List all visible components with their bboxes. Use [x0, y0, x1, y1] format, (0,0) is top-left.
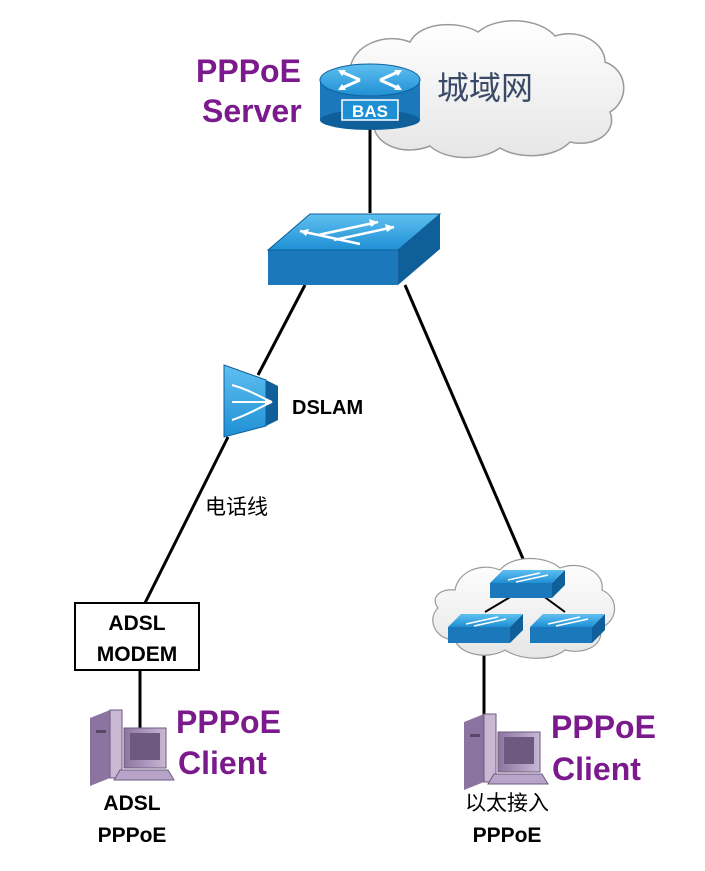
link-switch-dslam [256, 284, 307, 376]
link-dslam-modem [143, 436, 230, 604]
client-right-caption-line1: 以太接入 [465, 791, 549, 815]
pppoe-client-left-line1: PPPoE [176, 704, 281, 740]
pppoe-client-right-line1: PPPoE [551, 709, 656, 745]
dslam-icon [223, 364, 278, 438]
bas-device-label: BAS [352, 102, 388, 121]
core-switch-icon [266, 213, 442, 285]
pppoe-server-label-line1: PPPoE [196, 53, 301, 89]
dslam-label: DSLAM [292, 397, 363, 419]
access-switch-right-icon [530, 614, 605, 643]
client-left-caption-line2: PPPoE [98, 824, 167, 847]
pc-right-icon [464, 713, 549, 790]
access-switch-left-icon [448, 614, 523, 643]
adsl-modem-box: ADSL MODEM [74, 602, 200, 671]
pc-left-icon [90, 709, 175, 786]
access-switch-top-icon [490, 570, 565, 598]
client-right-caption-line2: PPPoE [473, 824, 542, 847]
modem-label-line1: ADSL [108, 612, 165, 635]
metro-network-label: 城域网 [437, 69, 533, 107]
phone-line-label: 电话线 [205, 495, 268, 519]
ethernet-access-cloud [432, 557, 616, 659]
client-left-caption-line1: ADSL [103, 792, 160, 815]
link-switch-ethernet [403, 284, 529, 569]
modem-label-line2: MODEM [97, 643, 178, 666]
pppoe-client-right-line2: Client [552, 751, 641, 787]
pppoe-server-label-line2: Server [202, 93, 302, 129]
bas-router-icon: BAS [319, 63, 421, 130]
pppoe-client-left-line2: Client [178, 745, 267, 781]
